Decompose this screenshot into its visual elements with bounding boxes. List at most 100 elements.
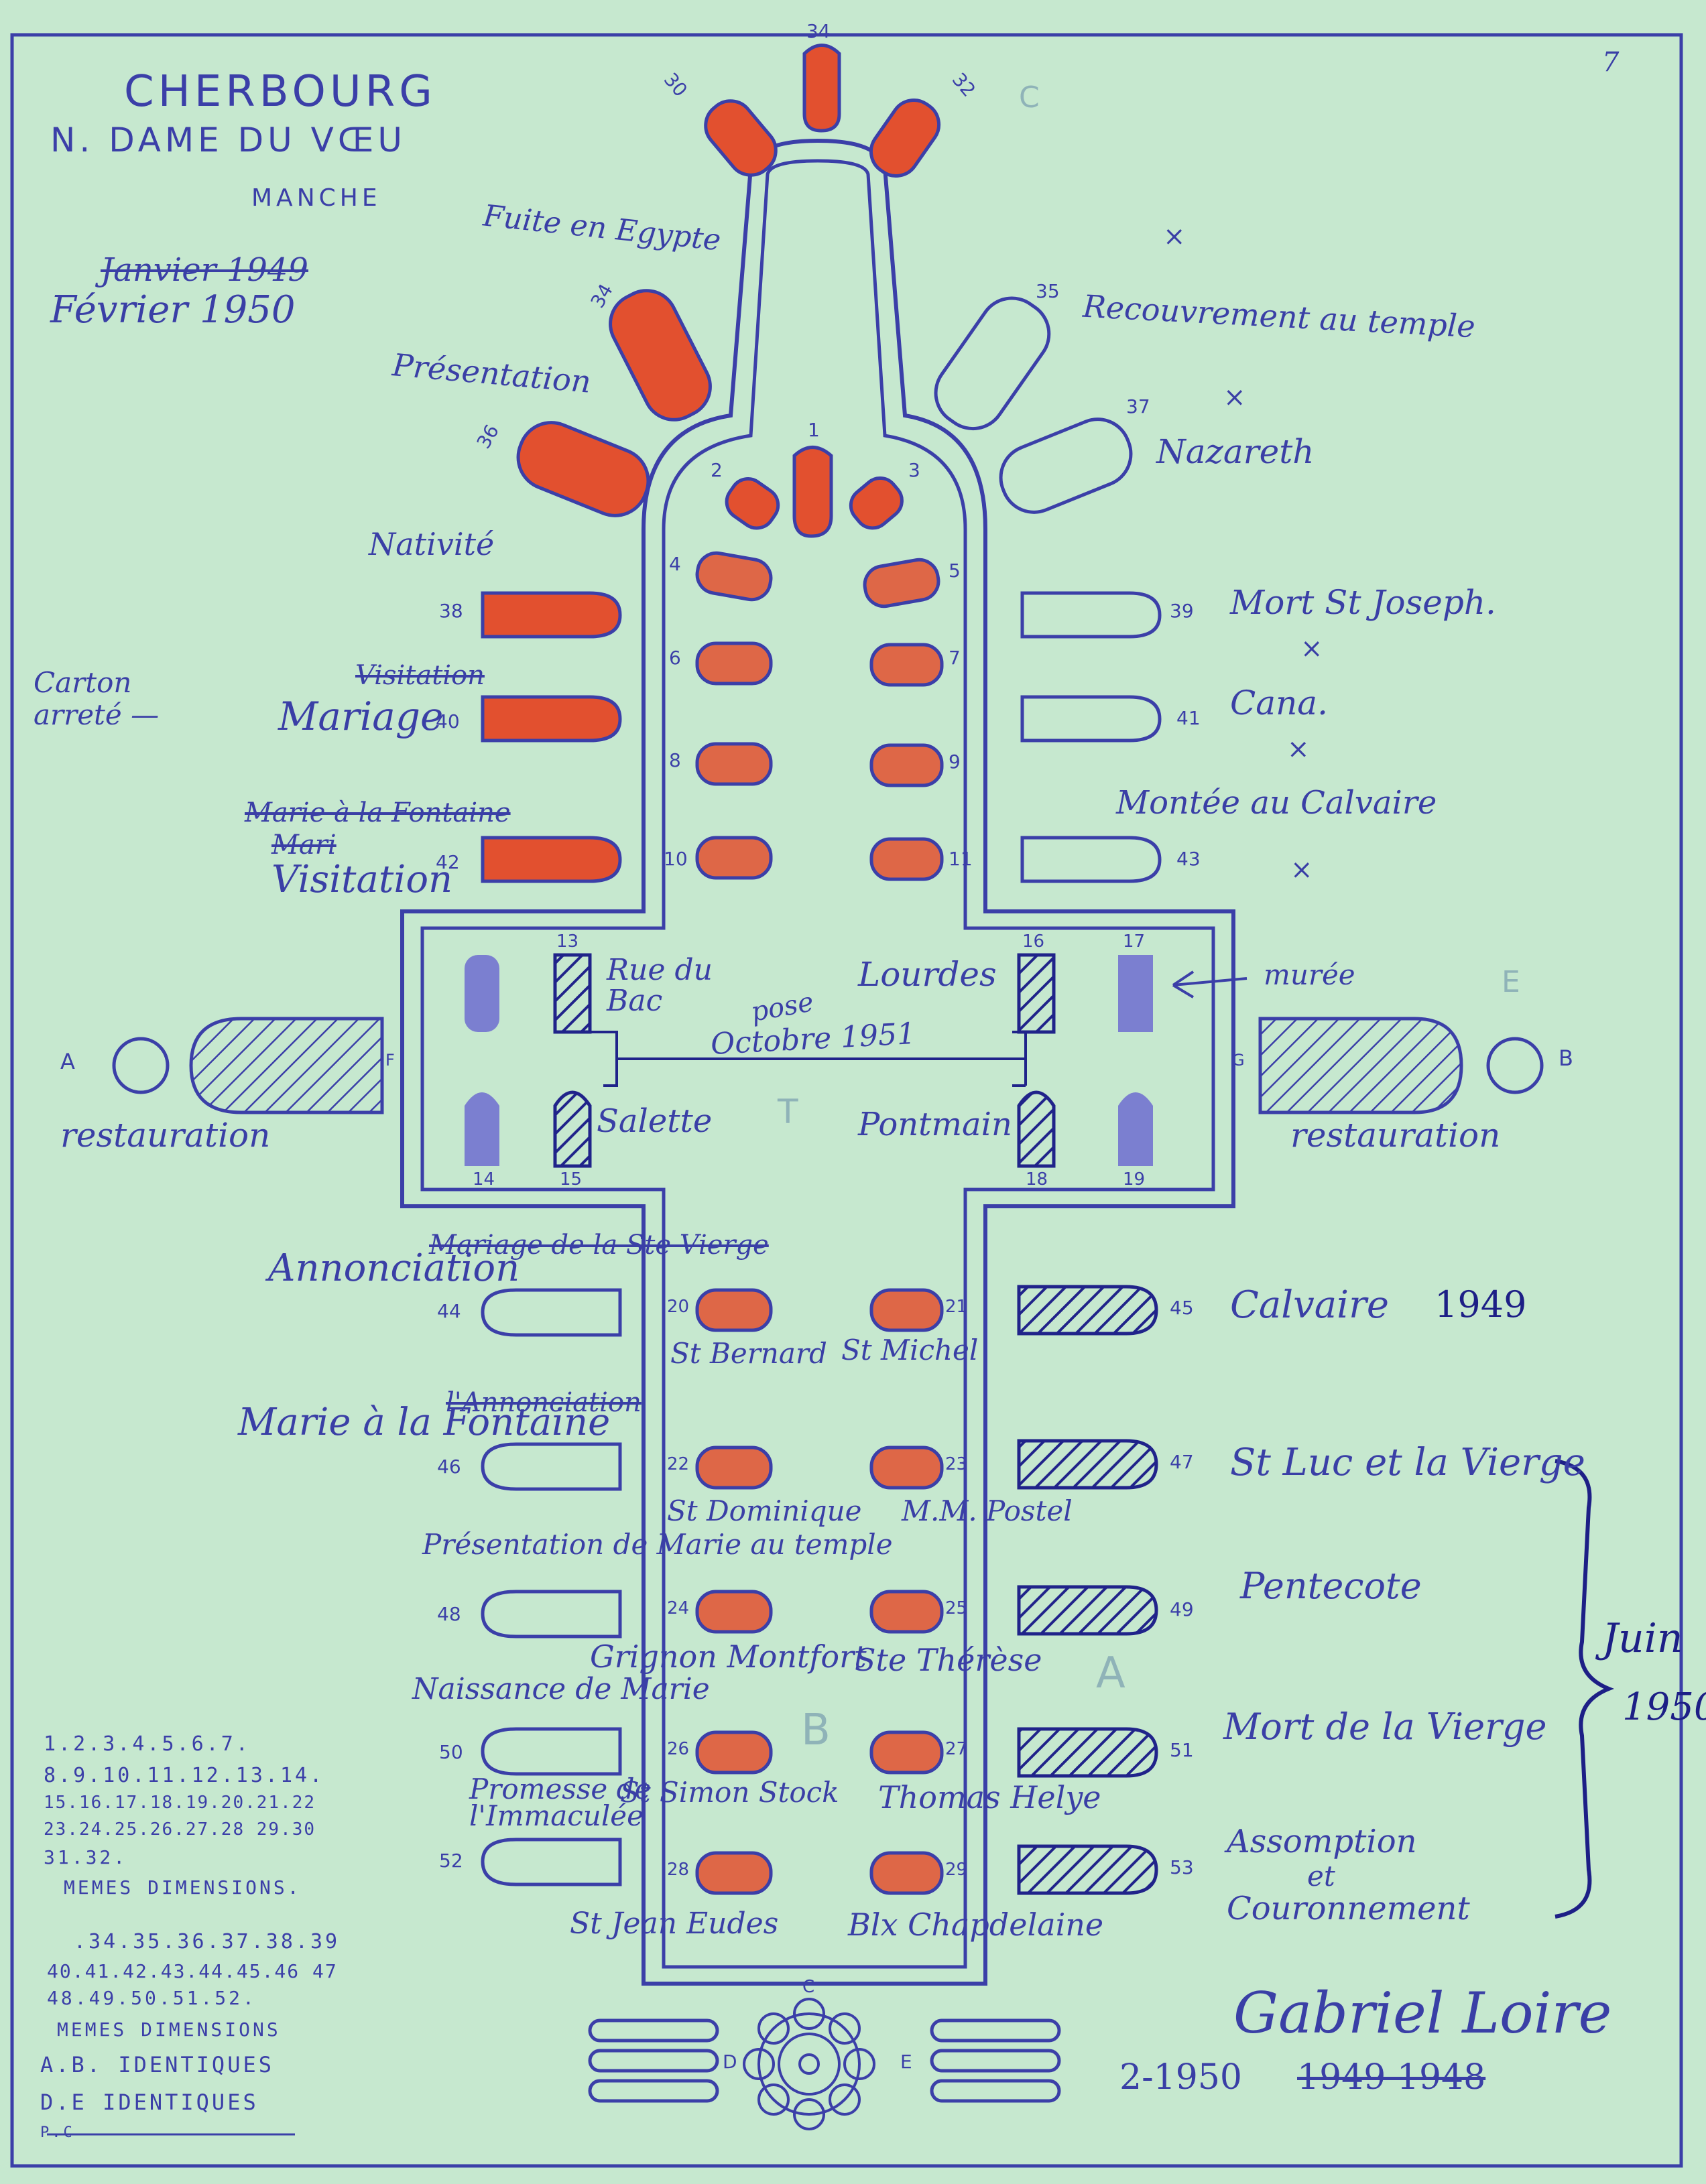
label-montee: Montée au Calvaire [1116, 784, 1437, 822]
x-mark-4: × [1287, 734, 1310, 765]
window-D [588, 2018, 719, 2103]
window-26 [695, 1730, 773, 1775]
num-42: 42 [436, 851, 460, 873]
pencil-a: A [1096, 1649, 1125, 1698]
window-14 [465, 1092, 499, 1166]
label-calvaire-year: 1949 [1435, 1283, 1527, 1326]
label-et: et [1307, 1860, 1335, 1892]
label-visitation: Visitation [271, 858, 453, 901]
window-22 [695, 1446, 773, 1490]
window-19 [1118, 1092, 1153, 1166]
num-20: 20 [667, 1297, 690, 1317]
num-25: 25 [945, 1598, 968, 1618]
pencil-b: B [801, 1706, 831, 1755]
num-17: 17 [1123, 932, 1146, 952]
window-12 [465, 955, 499, 1032]
num-51: 51 [1170, 1739, 1194, 1761]
window-39 [1020, 591, 1162, 639]
label-bernard: St Bernard [670, 1337, 827, 1370]
date-struck: Janvier 1949 [101, 251, 309, 289]
window-49 [1017, 1585, 1158, 1636]
letter-A: A [60, 1049, 75, 1074]
num-4: 4 [669, 553, 681, 575]
label-assomption: Assomption [1227, 1823, 1417, 1860]
footer-list2-l2: 40.41.42.43.44.45.46 47 [47, 1960, 338, 1982]
label-visitation-struck: Visitation [355, 660, 485, 691]
window-25 [869, 1590, 944, 1634]
pencil-t: T [778, 1092, 798, 1131]
num-34-top: 34 [806, 20, 831, 42]
label-lourdes: Lourdes [858, 955, 997, 994]
window-30 [704, 99, 778, 177]
num-48: 48 [437, 1603, 461, 1625]
num-22: 22 [667, 1454, 690, 1474]
label-thomas: Thomas Helye [878, 1779, 1101, 1815]
window-47 [1017, 1439, 1158, 1490]
x-mark-5: × [1290, 854, 1313, 885]
label-dominique: St Dominique [667, 1494, 862, 1527]
window-F [189, 1017, 384, 1114]
window-B [1486, 1037, 1544, 1094]
window-8 [695, 742, 773, 786]
num-41: 41 [1176, 707, 1201, 729]
num-49: 49 [1170, 1598, 1194, 1620]
num-52: 52 [439, 1850, 463, 1872]
num-1: 1 [808, 419, 820, 441]
label-couronnement: Couronnement [1227, 1890, 1470, 1927]
footer-ab: A.B. IDENTIQUES [40, 2052, 274, 2077]
label-st-luc: St Luc et la Vierge [1230, 1441, 1585, 1484]
num-21: 21 [945, 1297, 968, 1317]
num-24: 24 [667, 1598, 690, 1618]
window-13 [553, 953, 592, 1034]
church-title: N. DAME DU VŒU [50, 121, 406, 159]
label-mariage-vierge-struck: Mariage de la Ste Vierge [429, 1230, 769, 1261]
letter-F: F [385, 1051, 395, 1070]
page-mark: 7 [1602, 47, 1620, 78]
footer-list1-l2: 8.9.10.11.12.13.14. [44, 1764, 325, 1787]
x-mark-1: × [1163, 221, 1186, 252]
label-juin-year: 1950 [1622, 1685, 1706, 1729]
window-45 [1017, 1285, 1158, 1336]
window-A [112, 1037, 170, 1094]
window-52 [481, 1838, 622, 1886]
num-15: 15 [560, 1169, 583, 1190]
label-calvaire: Calvaire [1230, 1283, 1389, 1327]
label-restauration-left: restauration [60, 1116, 271, 1155]
window-7 [869, 643, 944, 687]
label-pontmain: Pontmain [858, 1106, 1012, 1143]
window-50 [481, 1727, 622, 1776]
num-6: 6 [669, 647, 681, 669]
window-20 [695, 1288, 773, 1332]
pencil-e: E [1502, 965, 1520, 999]
num-46: 46 [437, 1456, 461, 1478]
window-42 [481, 836, 622, 883]
num-38: 38 [439, 600, 463, 622]
label-marie-fontaine: Marie à la Fontaine [238, 1401, 611, 1444]
label-restauration-right: restauration [1290, 1116, 1501, 1155]
letter-B: B [1559, 1045, 1573, 1071]
num-7: 7 [949, 647, 961, 669]
num-40: 40 [436, 710, 460, 732]
window-10 [695, 836, 773, 880]
window-51 [1017, 1727, 1158, 1778]
letter-C: C [802, 1977, 815, 1997]
window-34-top [802, 44, 841, 133]
window-2 [725, 477, 780, 530]
num-23: 23 [945, 1454, 968, 1474]
label-naissance: Naissance de Marie [412, 1672, 710, 1706]
footer-list1-l1: 1.2.3.4.5.6.7. [44, 1732, 251, 1756]
label-juin: Juin [1602, 1615, 1683, 1662]
juin-brace [1555, 1459, 1615, 1919]
num-28: 28 [667, 1860, 690, 1880]
num-39: 39 [1170, 600, 1194, 622]
footer-de: D.E IDENTIQUES [40, 2090, 259, 2115]
label-michel: St Michel [841, 1334, 979, 1366]
window-17 [1118, 955, 1153, 1032]
window-3 [849, 476, 904, 530]
window-32 [869, 99, 941, 178]
page-border [10, 33, 1683, 2168]
label-nazareth: Nazareth [1156, 432, 1315, 471]
num-47: 47 [1170, 1451, 1194, 1473]
num-16: 16 [1022, 932, 1045, 952]
